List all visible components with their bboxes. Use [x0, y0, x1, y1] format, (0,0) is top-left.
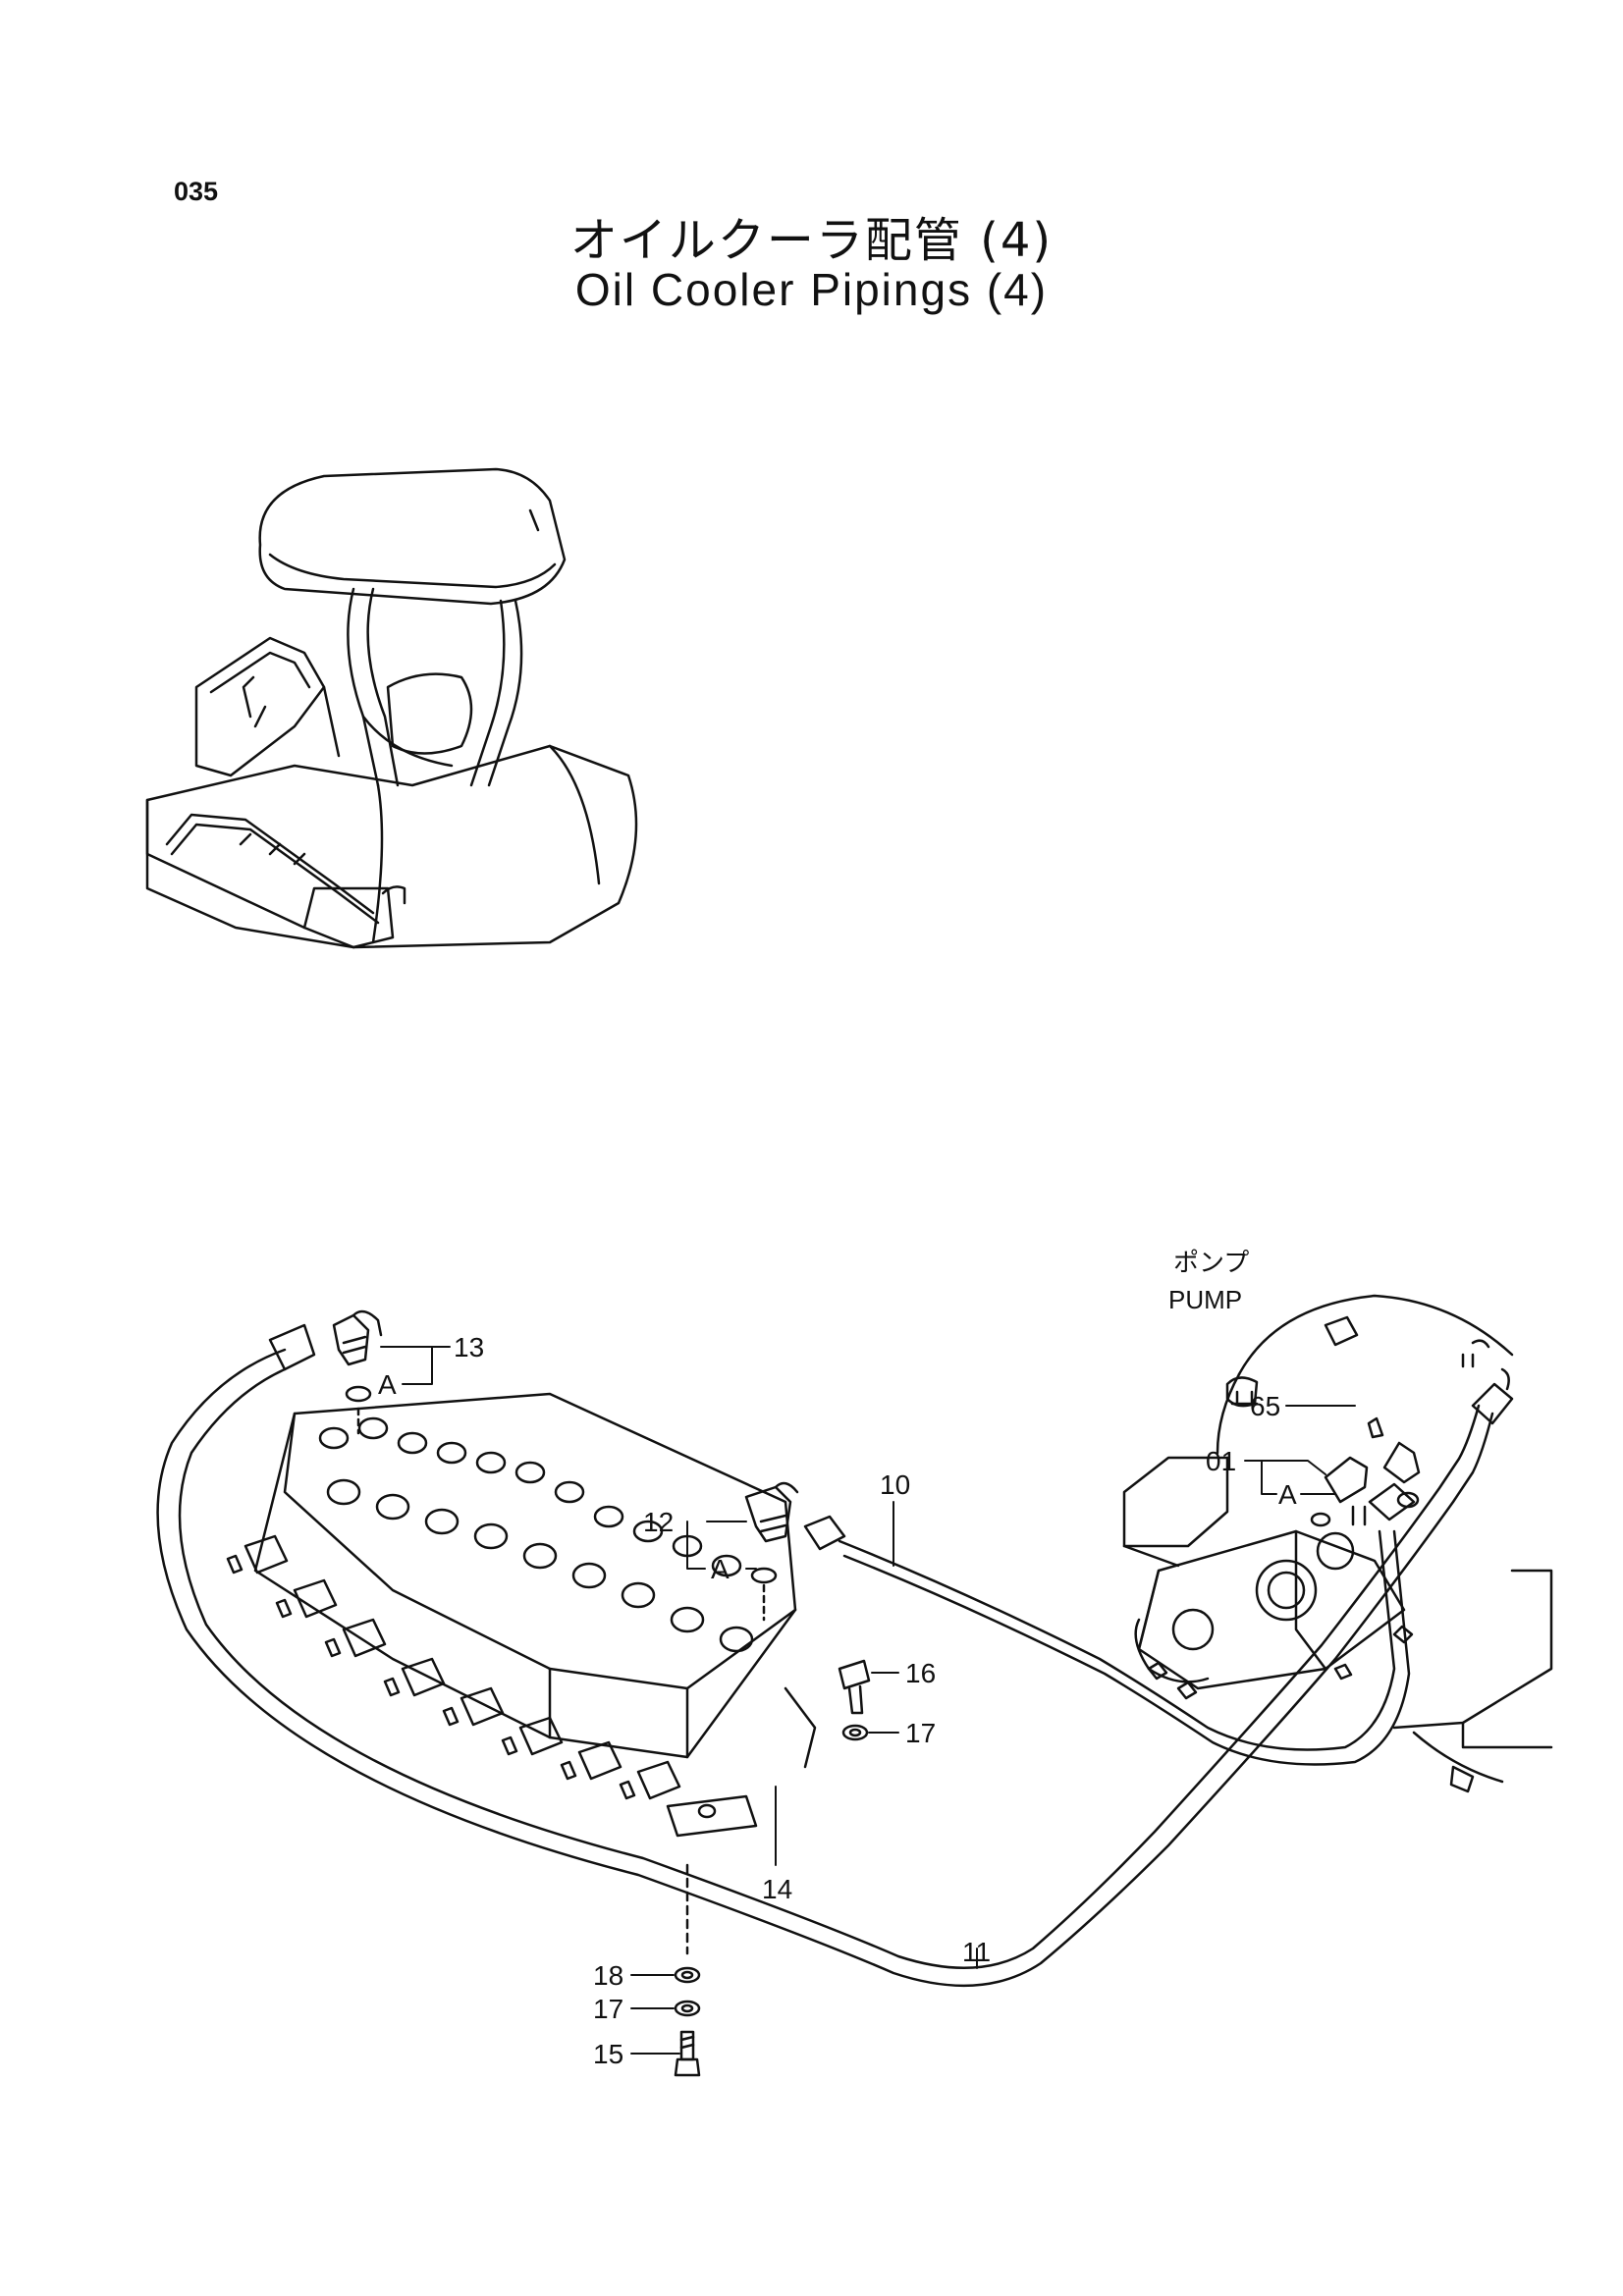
callout-17-lower: 17: [593, 1994, 623, 2024]
callout-65: 65: [1250, 1391, 1280, 1421]
callout-labels: 13 A 12 A 10 65 01 A 16 17 14 11 18 17 1…: [378, 1249, 1297, 2069]
machine-overview-illustration: [145, 467, 638, 949]
bolt-15: [674, 2030, 701, 2077]
callout-13: 13: [454, 1332, 484, 1362]
pump-label-japanese: ポンプ: [1173, 1249, 1249, 1278]
callout-18: 18: [593, 1960, 623, 1991]
washer-17-upper: [841, 1724, 869, 1741]
callout-14: 14: [762, 1874, 792, 1904]
callout-17-upper: 17: [905, 1718, 936, 1748]
callout-11: 11: [962, 1937, 991, 1967]
fitting-12: [744, 1481, 799, 1622]
washer-18: [674, 1966, 701, 1984]
pump-housing: [1122, 1294, 1553, 1793]
valve-ports: [318, 1416, 754, 1653]
washer-17-lower: [674, 2000, 701, 2017]
page-number: 035: [174, 177, 219, 206]
hose-10: [803, 1482, 1416, 1766]
page-title-japanese: オイルクーラ配管 (4): [569, 213, 1054, 268]
callout-a-12: A: [711, 1554, 730, 1584]
callout-01: 01: [1206, 1446, 1236, 1476]
hose-11: [156, 1323, 1514, 1988]
callout-10: 10: [880, 1469, 910, 1500]
leader-lines: [380, 1346, 1356, 2055]
bolt-16: [838, 1659, 871, 1715]
fitting-13: [332, 1309, 383, 1435]
valve-spools: [226, 1534, 681, 1800]
callout-15: 15: [593, 2039, 623, 2069]
callout-16: 16: [905, 1658, 936, 1688]
control-valve-14: [226, 1392, 817, 1838]
callout-a-13: A: [378, 1369, 397, 1400]
callout-12: 12: [643, 1507, 674, 1537]
callout-a-01: A: [1278, 1479, 1297, 1510]
pump-label-english: PUMP: [1168, 1285, 1242, 1314]
page-title-english: Oil Cooler Pipings (4): [574, 264, 1049, 315]
